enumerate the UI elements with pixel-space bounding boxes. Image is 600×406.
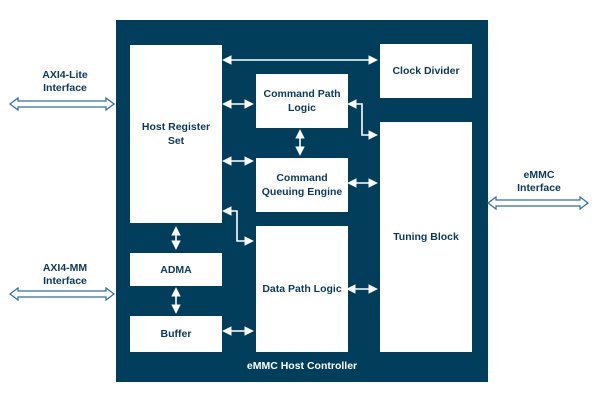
- external-connections: [9, 96, 589, 302]
- arrow-hrs-datapath: [222, 206, 254, 246]
- command-queuing-engine-block: Command Queuing Engine: [256, 158, 348, 212]
- controller-label: eMMC Host Controller: [246, 360, 358, 372]
- emmc-interface-label: eMMC Interface: [517, 169, 561, 194]
- axi4-lite-interface-label: AXI4-Lite Interface: [42, 69, 88, 94]
- arrow-axi4-lite: [9, 96, 115, 112]
- tuning-block: Tuning Block: [380, 122, 472, 352]
- axi4-mm-interface-label: AXI4-MM Interface: [42, 262, 88, 287]
- clock-divider-block: Clock Divider: [380, 44, 472, 98]
- internal-connections: [171, 55, 378, 336]
- buffer-block: Buffer: [130, 316, 222, 352]
- arrow-axi4-mm: [9, 286, 115, 302]
- command-path-logic-block: Command Path Logic: [256, 74, 348, 128]
- arrow-cmdpath-tuning: [347, 99, 378, 140]
- adma-block: ADMA: [130, 253, 222, 286]
- arrow-emmc: [487, 195, 589, 211]
- host-register-set-block: Host Register Set: [130, 45, 222, 223]
- data-path-logic-block: Data Path Logic: [256, 226, 348, 352]
